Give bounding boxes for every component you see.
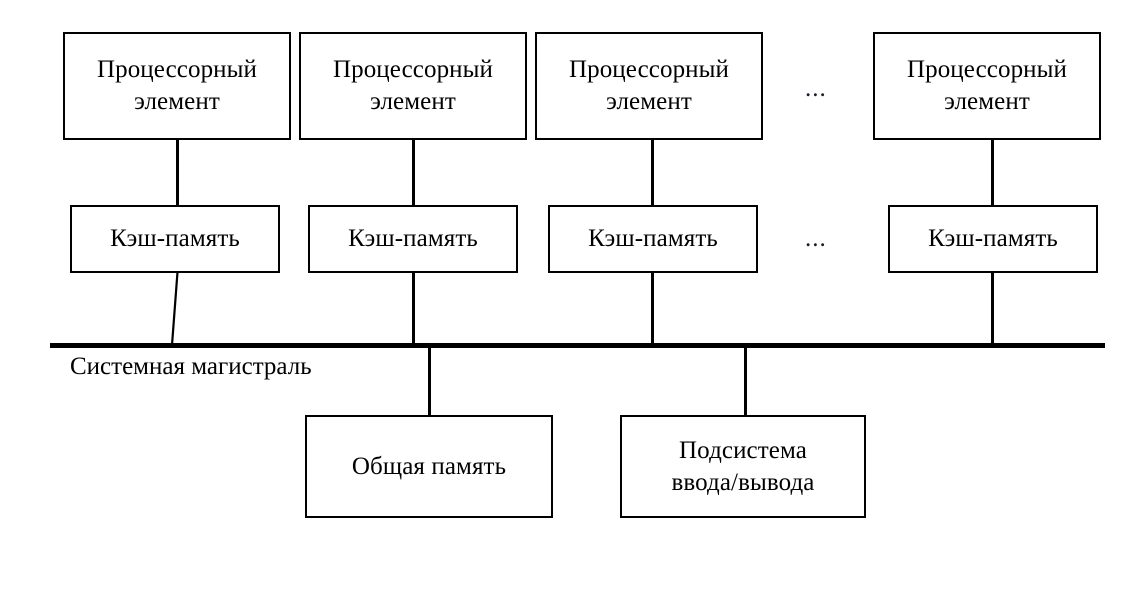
system-bus-label: Системная магистраль <box>70 353 312 380</box>
cache-memory-2: Кэш-память <box>308 205 518 273</box>
cache-memory-1: Кэш-память <box>70 205 280 273</box>
processing-element-1: Процессорный элемент <box>63 32 291 140</box>
processing-element-ellipsis: ... <box>805 75 827 102</box>
processing-element-1-label: Процессорный элемент <box>96 56 258 115</box>
system-bus-line <box>50 343 1105 348</box>
cache-memory-3-label: Кэш-память <box>588 225 718 252</box>
shared-memory-label: Общая память <box>351 452 507 480</box>
cache-memory-1-label: Кэш-память <box>110 225 240 252</box>
connector-bus-io-subsystem <box>744 347 747 415</box>
io-subsystem-box: Подсистема ввода/вывода <box>620 415 866 518</box>
processing-element-3-label: Процессорный элемент <box>568 56 730 115</box>
connector-pe4-cache4 <box>991 140 994 206</box>
cache-memory-ellipsis: ... <box>805 225 827 252</box>
processing-element-3: Процессорный элемент <box>535 32 763 140</box>
connector-cache4-bus <box>991 272 994 345</box>
connector-pe2-cache2 <box>412 140 415 206</box>
connector-bus-shared-memory <box>428 347 431 415</box>
processing-element-4: Процессорный элемент <box>873 32 1101 140</box>
cache-memory-3: Кэш-память <box>548 205 758 273</box>
processing-element-2: Процессорный элемент <box>299 32 527 140</box>
processing-element-4-label: Процессорный элемент <box>906 56 1068 115</box>
cache-memory-4: Кэш-память <box>888 205 1098 273</box>
connector-cache3-bus <box>651 272 654 345</box>
connector-pe1-cache1 <box>176 140 179 206</box>
connector-pe3-cache3 <box>651 140 654 206</box>
shared-memory-box: Общая память <box>305 415 553 518</box>
cache-memory-2-label: Кэш-память <box>348 225 478 252</box>
io-subsystem-label: Подсистема ввода/вывода <box>671 436 815 496</box>
connector-cache2-bus <box>412 272 415 345</box>
cache-memory-4-label: Кэш-память <box>928 225 1058 252</box>
processing-element-2-label: Процессорный элемент <box>332 56 494 115</box>
